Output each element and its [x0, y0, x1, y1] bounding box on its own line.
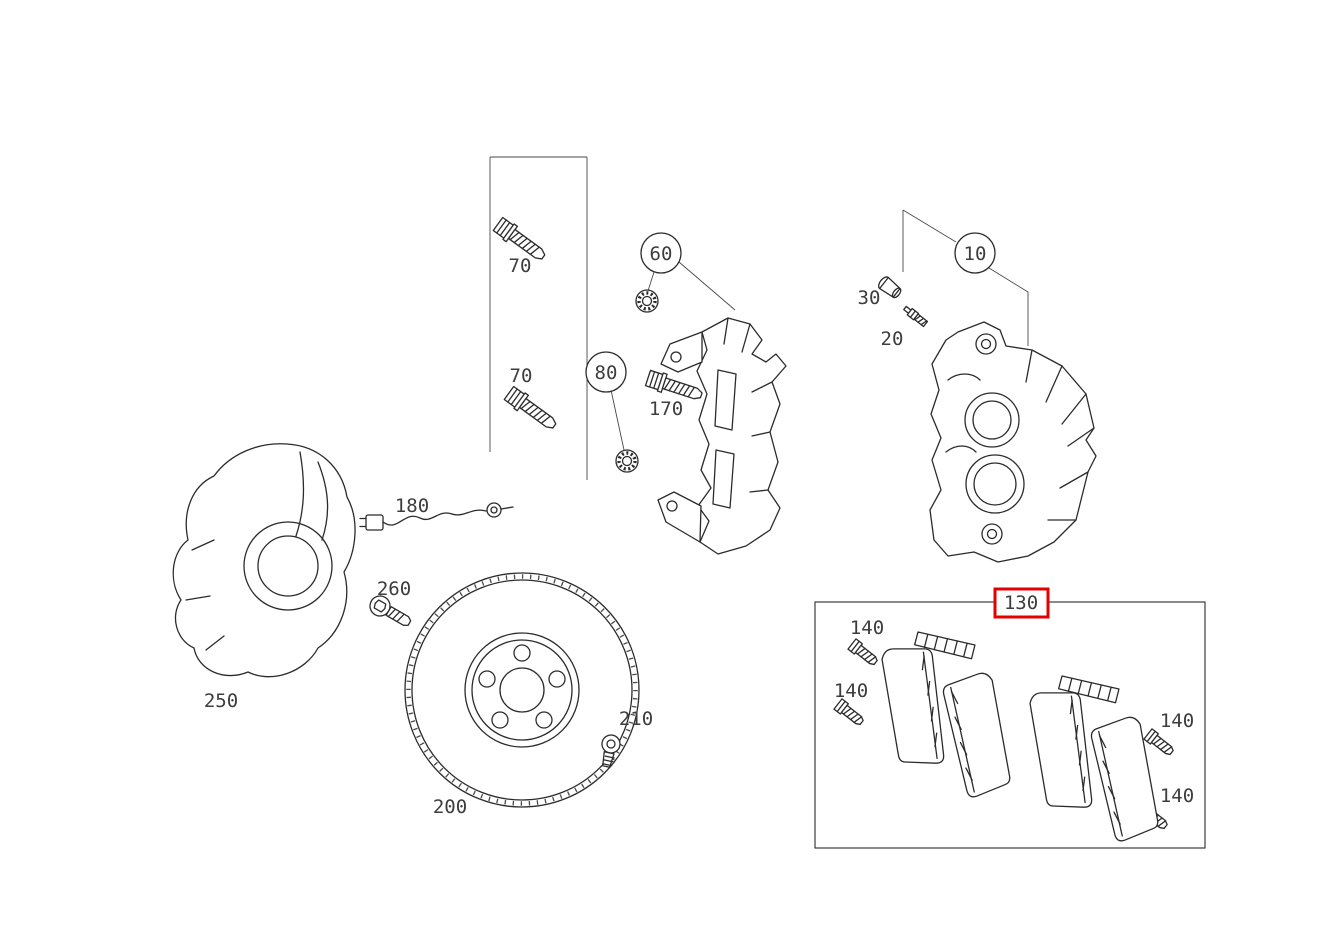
selected-callout-highlight-box — [993, 587, 1050, 619]
callout-60[interactable]: 60 — [640, 232, 682, 274]
cap-30 — [878, 276, 902, 299]
wear-sensor-180 — [359, 502, 514, 531]
brake-pad-outer-right — [1027, 685, 1100, 815]
callout-20[interactable]: 20 — [881, 328, 904, 350]
brake-disc-200 — [404, 572, 640, 808]
callout-80[interactable]: 80 — [585, 351, 627, 393]
callout-10-circle — [954, 232, 996, 274]
callout-10-label[interactable]: 10 — [964, 243, 987, 265]
brake-caliper-10 — [929, 321, 1097, 563]
callout-210[interactable]: 210 — [619, 708, 653, 730]
leader-lines — [489, 156, 1029, 480]
pad-screw-140-c — [1143, 728, 1177, 759]
callout-140-b[interactable]: 140 — [834, 680, 868, 702]
bleeder-valve-20 — [903, 305, 929, 328]
guide-pin-bolt-70-bottom — [502, 384, 561, 435]
guide-boot-top — [634, 288, 660, 314]
brake-pad-inner-left — [940, 670, 1013, 800]
callout-60-circle — [640, 232, 682, 274]
brake-pad-outer-left — [879, 641, 952, 771]
dust-shield-250 — [172, 443, 356, 678]
callout-130-label[interactable]: 130 — [1004, 592, 1038, 614]
callout-140-a[interactable]: 140 — [850, 617, 884, 639]
callout-260[interactable]: 260 — [377, 578, 411, 600]
callout-80-label[interactable]: 80 — [595, 362, 618, 384]
callout-170[interactable]: 170 — [649, 398, 683, 420]
pad-screw-140-a — [847, 638, 881, 669]
guide-boot-bottom — [614, 448, 640, 474]
callout-10[interactable]: 10 — [954, 232, 996, 274]
callout-80-circle — [585, 351, 627, 393]
pad-screw-140-b — [833, 698, 867, 729]
callout-70-bottom[interactable]: 70 — [510, 365, 533, 387]
callout-140-d[interactable]: 140 — [1160, 785, 1194, 807]
callout-60-label[interactable]: 60 — [650, 243, 673, 265]
caliper-bracket — [657, 317, 787, 555]
callout-130-selected[interactable]: 130 — [993, 587, 1050, 619]
screw-210 — [601, 734, 621, 768]
callout-30[interactable]: 30 — [858, 287, 881, 309]
disc-bolt-260 — [369, 595, 412, 626]
callout-200[interactable]: 200 — [433, 796, 467, 818]
callout-140-c[interactable]: 140 — [1160, 710, 1194, 732]
callout-70-top[interactable]: 70 — [509, 255, 532, 277]
callout-180[interactable]: 180 — [395, 495, 429, 517]
callout-250[interactable]: 250 — [204, 690, 238, 712]
